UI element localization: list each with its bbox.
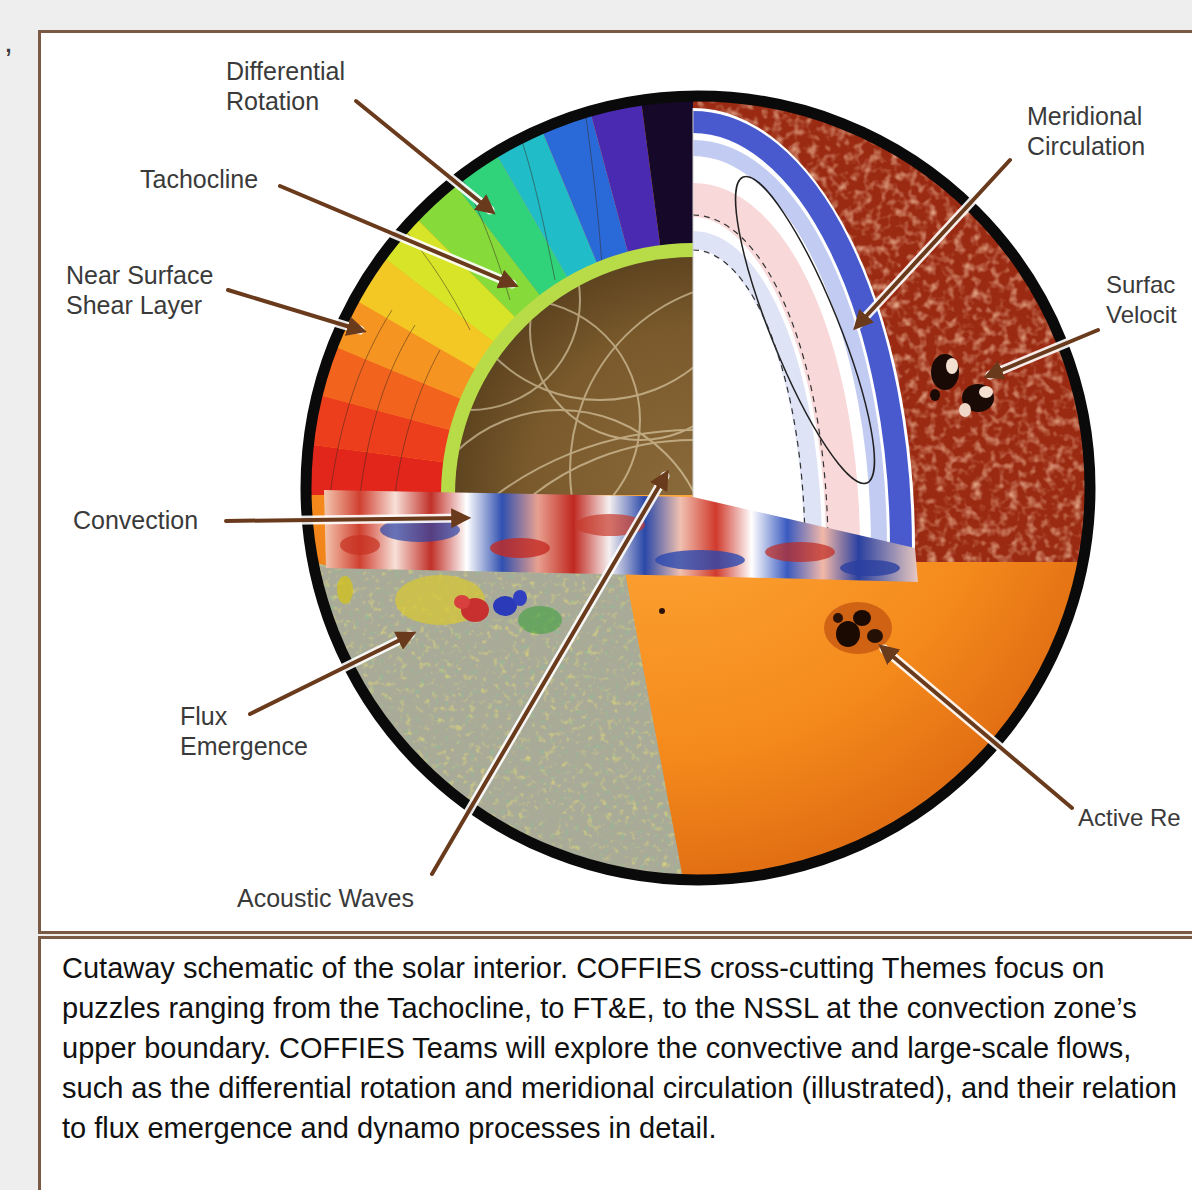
stray-mark: , bbox=[4, 26, 24, 56]
part-label: Flux Emergence bbox=[180, 701, 320, 761]
sun-disc bbox=[273, 75, 1110, 1090]
part-label: Convection bbox=[73, 505, 233, 535]
convection-slab bbox=[324, 490, 918, 582]
part-label: Differential Rotation bbox=[226, 56, 376, 116]
tachocline-layer bbox=[441, 243, 693, 495]
part-label: Surfac Velocit bbox=[1106, 270, 1188, 330]
magnetogram bbox=[290, 555, 690, 905]
part-label: Near Surface Shear Layer bbox=[66, 260, 238, 320]
meridional-circulation-slice bbox=[693, 108, 915, 548]
figure-caption: Cutaway schematic of the solar interior.… bbox=[62, 948, 1186, 1148]
part-label: Acoustic Waves bbox=[237, 883, 457, 913]
active-region-sunspots bbox=[659, 602, 892, 654]
radiative-core bbox=[455, 257, 693, 495]
leader-arrows bbox=[226, 101, 1098, 874]
part-label: Tachocline bbox=[140, 164, 320, 194]
part-label: Meridional Circulation bbox=[1027, 101, 1177, 161]
sun-rim bbox=[306, 96, 1090, 880]
part-label: Active Re bbox=[1078, 803, 1190, 833]
acoustic-wave-paths bbox=[360, 100, 1023, 1090]
